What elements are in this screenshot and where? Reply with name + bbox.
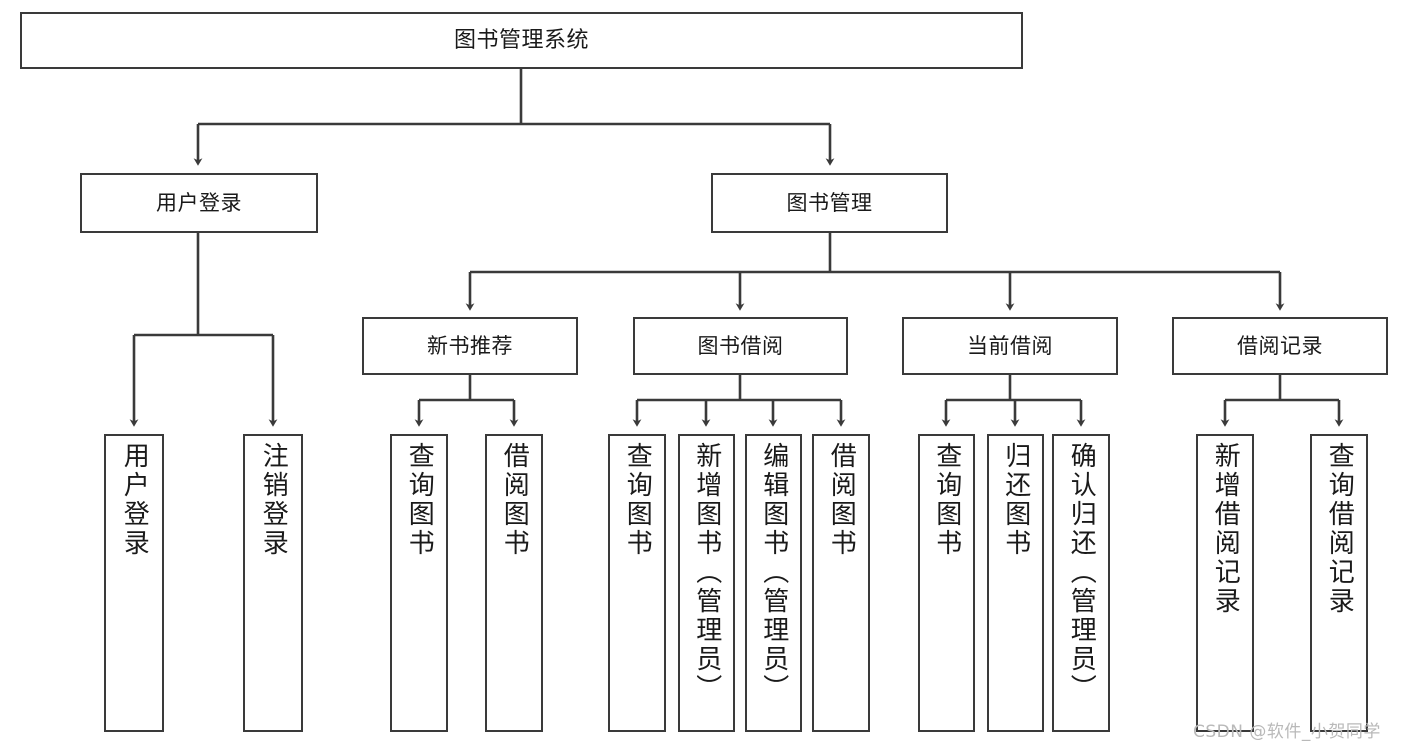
node-leaf-query-book-recommend[interactable]: 查询图书 — [390, 434, 448, 732]
node-label: 图书借阅 — [697, 333, 784, 358]
node-leaf-add-book[interactable]: 新增图书（管理员） — [678, 434, 735, 732]
node-label: 当前借阅 — [967, 333, 1053, 358]
node-leaf-return-book[interactable]: 归还图书 — [987, 434, 1044, 732]
node-leaf-query-book-borrow[interactable]: 查询图书 — [608, 434, 666, 732]
node-label: 借阅图书 — [826, 442, 857, 558]
node-leaf-borrow-book[interactable]: 借阅图书 — [812, 434, 870, 732]
node-leaf-query-record[interactable]: 查询借阅记录 — [1310, 434, 1368, 732]
node-leaf-edit-book[interactable]: 编辑图书（管理员） — [745, 434, 802, 732]
node-label: 新增图书（管理员） — [691, 442, 722, 703]
node-leaf-query-book-current[interactable]: 查询图书 — [918, 434, 975, 732]
node-label: 新书推荐 — [427, 333, 513, 358]
node-leaf-borrow-book-recommend[interactable]: 借阅图书 — [485, 434, 543, 732]
node-label: 查询图书 — [404, 442, 435, 558]
node-book-manage[interactable]: 图书管理 — [711, 173, 948, 233]
node-label: 注销登录 — [258, 442, 289, 558]
node-label: 新增借阅记录 — [1210, 442, 1241, 616]
node-label: 归还图书 — [1000, 442, 1031, 558]
node-leaf-logout[interactable]: 注销登录 — [243, 434, 303, 732]
node-label: 借阅图书 — [499, 442, 530, 558]
node-label: 用户登录 — [119, 442, 150, 558]
node-leaf-user-login[interactable]: 用户登录 — [104, 434, 164, 732]
node-new-book-recommend[interactable]: 新书推荐 — [362, 317, 578, 375]
node-leaf-confirm-return[interactable]: 确认归还（管理员） — [1052, 434, 1110, 732]
node-label: 图书管理 — [786, 190, 873, 215]
node-label: 图书管理系统 — [453, 27, 589, 53]
node-label: 查询图书 — [622, 442, 653, 558]
node-borrow-record[interactable]: 借阅记录 — [1172, 317, 1388, 375]
node-label: 用户登录 — [156, 190, 242, 215]
node-root-system[interactable]: 图书管理系统 — [20, 12, 1023, 69]
node-label: 查询借阅记录 — [1324, 442, 1355, 616]
node-label: 查询图书 — [931, 442, 962, 558]
node-label: 确认归还（管理员） — [1066, 442, 1097, 703]
node-book-borrow[interactable]: 图书借阅 — [633, 317, 848, 375]
node-label: 编辑图书（管理员） — [758, 442, 789, 703]
node-user-login[interactable]: 用户登录 — [80, 173, 318, 233]
node-leaf-add-record[interactable]: 新增借阅记录 — [1196, 434, 1254, 732]
node-current-borrow[interactable]: 当前借阅 — [902, 317, 1118, 375]
node-label: 借阅记录 — [1237, 333, 1323, 358]
